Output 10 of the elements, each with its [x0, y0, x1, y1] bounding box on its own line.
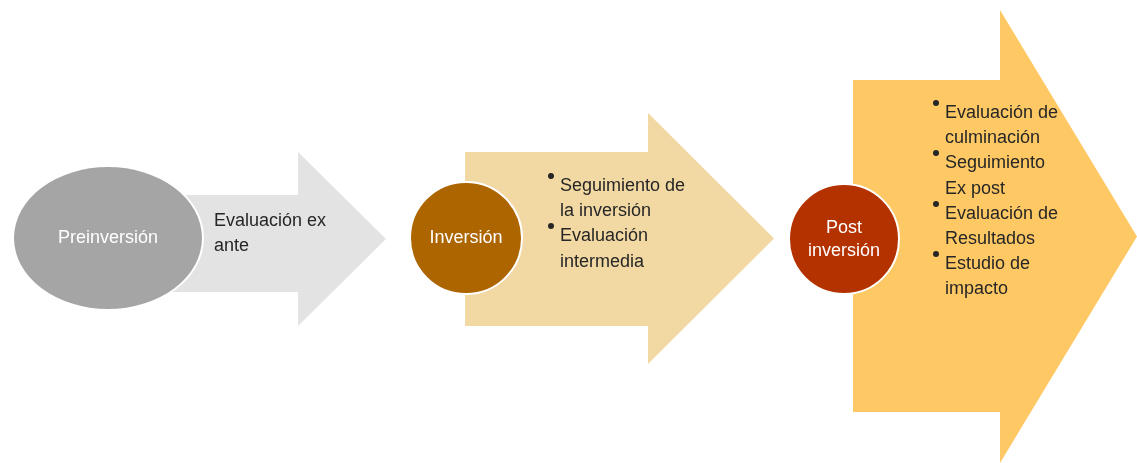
- bullet-text: Evaluación intermedia: [560, 225, 649, 271]
- ellipse-node: Preinversión: [12, 165, 204, 311]
- arrow-label: Evaluación ex ante: [214, 209, 328, 258]
- circle-node: Post inversión: [788, 183, 900, 295]
- bullet-text: Seguimiento Ex post: [945, 152, 1046, 198]
- bullet-text: Estudio de impacto: [945, 253, 1031, 299]
- circle-node: Inversión: [409, 181, 523, 295]
- bullet-text: Seguimiento de la inversión: [560, 175, 686, 221]
- bullet-text: Evaluación de culminación: [945, 102, 1059, 148]
- bullet-text: Evaluación de Resultados: [945, 202, 1059, 248]
